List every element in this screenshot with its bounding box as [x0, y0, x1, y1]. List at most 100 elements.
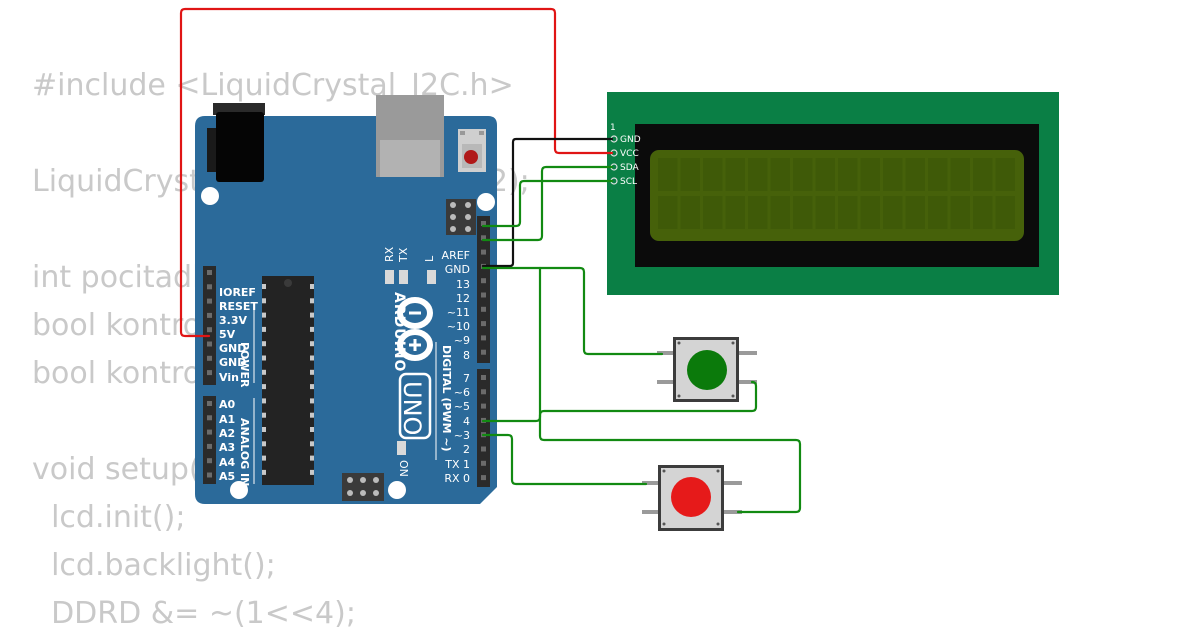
- chip-pin: [262, 441, 266, 447]
- arduino-logo: ARDUINO UNO: [391, 292, 433, 440]
- chip-pin: [262, 412, 266, 418]
- chip-pin: [310, 341, 314, 347]
- header-pin[interactable]: [481, 475, 486, 481]
- wire-pin3-to-red-button[interactable]: [481, 433, 648, 486]
- header-pin[interactable]: [207, 472, 212, 478]
- l-led-label: L: [423, 255, 436, 262]
- header-pin[interactable]: [207, 312, 212, 318]
- wire-pin4-to-green-button[interactable]: [481, 380, 758, 423]
- header-pin[interactable]: [481, 321, 486, 327]
- header-pin[interactable]: [481, 446, 486, 452]
- lcd-cell: [748, 196, 768, 229]
- board-leds: RX TX L ON: [383, 246, 436, 477]
- svg-text:AREF: AREF: [442, 249, 470, 262]
- header-pin[interactable]: [481, 389, 486, 395]
- chip-pin: [310, 469, 314, 475]
- svg-text:A5: A5: [219, 470, 235, 483]
- svg-text:~10: ~10: [447, 320, 470, 333]
- header-pin[interactable]: [207, 355, 212, 361]
- lcd-cell: [860, 196, 880, 229]
- code-line: lcd.init();: [32, 500, 186, 535]
- header-pin[interactable]: [481, 221, 486, 226]
- chip-pin: [310, 384, 314, 390]
- header-pin[interactable]: [207, 298, 212, 304]
- mounting-hole: [201, 187, 219, 205]
- lcd-cell: [995, 196, 1015, 229]
- reset-button[interactable]: [458, 129, 486, 172]
- chip-pin: [310, 398, 314, 404]
- header-pin[interactable]: [481, 349, 486, 355]
- header-pin[interactable]: [481, 403, 486, 409]
- header-pin[interactable]: [207, 443, 212, 449]
- svg-text:RESET: RESET: [219, 300, 258, 313]
- chip-pin: [262, 312, 266, 318]
- header-pin[interactable]: [481, 235, 486, 241]
- svg-text:SCL: SCL: [620, 177, 637, 187]
- svg-text:A1: A1: [219, 413, 235, 426]
- lcd-cell: [950, 158, 970, 191]
- wire-sda-to-lcd-sda[interactable]: [481, 165, 614, 242]
- lcd-cell: [770, 196, 790, 229]
- header-pin[interactable]: [481, 306, 486, 312]
- lcd-pin-gnd[interactable]: GND: [610, 135, 641, 145]
- lcd-cell: [658, 158, 678, 191]
- header-pin[interactable]: [481, 375, 486, 380]
- header-pin[interactable]: [481, 292, 486, 298]
- analog-header: A0 A1 A2 A3 A4 A5 ANALOG IN: [203, 396, 255, 486]
- atmega-chip: [262, 276, 314, 485]
- lcd-cell: [973, 158, 993, 191]
- digital-title: DIGITAL (PWM ~): [440, 345, 453, 452]
- chip-pin: [262, 326, 266, 332]
- header-pin[interactable]: [481, 278, 486, 284]
- wire-gnd-to-red-button[interactable]: [538, 266, 802, 514]
- tx-led-label: TX: [397, 247, 410, 263]
- header-pin[interactable]: [207, 327, 212, 333]
- uno-badge: [398, 372, 432, 440]
- header-pin[interactable]: [207, 429, 212, 435]
- wire-scl-to-lcd-scl[interactable]: [481, 179, 614, 228]
- header-pin[interactable]: [207, 270, 212, 275]
- lcd-cell: [973, 196, 993, 229]
- wire-gnd-to-green-button[interactable]: [481, 266, 664, 356]
- lcd-cell: [883, 196, 903, 229]
- arduino-uno-board[interactable]: RX TX L ON ARDUINO UNO IOREF RESET 3.3V: [195, 95, 497, 504]
- wire-5v-to-lcd-vcc[interactable]: [179, 7, 614, 338]
- red-pushbutton[interactable]: [642, 465, 742, 531]
- header-pin[interactable]: [207, 370, 212, 376]
- icsp-header-bottom: [342, 473, 384, 501]
- on-led-label: ON: [397, 460, 410, 477]
- svg-text:8: 8: [463, 349, 470, 362]
- chip-pin: [310, 284, 314, 289]
- lcd-module[interactable]: 1 GND VCC SDA SCL: [607, 92, 1059, 295]
- lcd-cell: [928, 158, 948, 191]
- red-button-cap[interactable]: [671, 477, 711, 517]
- svg-text:GND: GND: [219, 356, 246, 369]
- header-pin[interactable]: [481, 335, 486, 341]
- lcd-cell: [995, 158, 1015, 191]
- header-pin[interactable]: [207, 341, 212, 347]
- wire-gnd-to-lcd-gnd[interactable]: [481, 137, 614, 268]
- analog-title: ANALOG IN: [238, 418, 251, 486]
- lcd-cell: [793, 196, 813, 229]
- header-pin[interactable]: [207, 401, 212, 406]
- chip-pin: [310, 369, 314, 375]
- header-pin[interactable]: [481, 460, 486, 466]
- svg-text:A4: A4: [219, 456, 236, 469]
- green-pushbutton[interactable]: [657, 337, 757, 402]
- chip-pin: [310, 441, 314, 447]
- chip-pin: [262, 384, 266, 390]
- svg-text:VCC: VCC: [620, 149, 639, 159]
- header-pin[interactable]: [481, 249, 486, 255]
- header-pin[interactable]: [207, 415, 212, 421]
- svg-text:~9: ~9: [454, 334, 470, 347]
- lcd-cell: [703, 196, 723, 229]
- header-pin[interactable]: [207, 458, 212, 464]
- header-pin[interactable]: [207, 284, 212, 290]
- mounting-hole: [388, 481, 406, 499]
- green-button-cap[interactable]: [687, 350, 727, 390]
- chip-pin: [262, 427, 266, 432]
- svg-text:~5: ~5: [454, 400, 470, 413]
- svg-text:GND: GND: [219, 342, 246, 355]
- lcd-cell: [860, 158, 880, 191]
- lcd-pin-index: 1: [610, 123, 616, 133]
